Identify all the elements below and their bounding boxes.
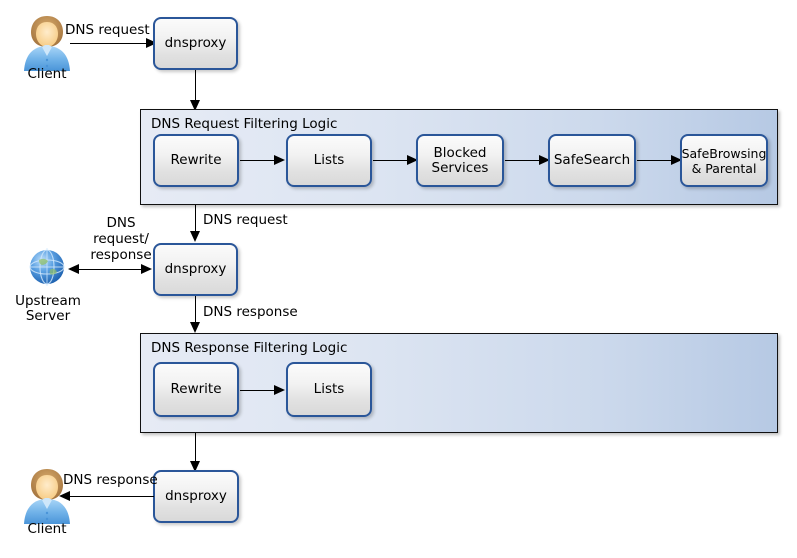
- person-icon: [21, 14, 73, 72]
- request-group-title: DNS Request Filtering Logic: [151, 116, 338, 132]
- arrow-head-icon: [59, 491, 70, 501]
- arrow-head-icon: [190, 461, 200, 472]
- person-icon: [21, 467, 73, 525]
- dns-response-filtering-group: DNS Response Filtering Logic: [140, 333, 778, 433]
- arrow-head-icon: [539, 155, 550, 165]
- edge-label-upstream-exchange: DNS request/ response: [90, 215, 152, 263]
- edge-line: [373, 160, 409, 161]
- node-dnsproxy-bottom[interactable]: dnsproxy: [153, 470, 239, 523]
- edge-label-proxy-to-client: DNS response: [63, 472, 158, 488]
- edge-label-client-to-proxy: DNS request: [65, 22, 150, 38]
- stage-rewrite-request[interactable]: Rewrite: [153, 134, 239, 187]
- arrow-head-icon: [190, 100, 200, 111]
- edge-line: [505, 160, 541, 161]
- stage-blocked-services-request[interactable]: Blocked Services: [416, 134, 504, 187]
- arrow-head-icon: [274, 155, 285, 165]
- arrow-head-icon: [190, 231, 200, 242]
- stage-safesearch-request[interactable]: SafeSearch: [548, 134, 636, 187]
- client-bottom-label: Client: [27, 521, 67, 537]
- arrow-head-icon: [407, 155, 418, 165]
- stage-safebrowsing-parental-request[interactable]: SafeBrowsing & Parental: [680, 134, 768, 187]
- node-dnsproxy-top[interactable]: dnsproxy: [153, 17, 238, 70]
- edge-line: [240, 160, 276, 161]
- edge-label-request-group-to-proxy: DNS request: [203, 212, 288, 228]
- stage-lists-request[interactable]: Lists: [286, 134, 372, 187]
- node-dnsproxy-mid[interactable]: dnsproxy: [153, 243, 238, 296]
- arrow-head-icon: [68, 264, 79, 274]
- stage-lists-response[interactable]: Lists: [286, 362, 372, 417]
- edge-label-proxy-to-response-group: DNS response: [203, 304, 298, 320]
- edge-line: [69, 496, 154, 497]
- response-group-title: DNS Response Filtering Logic: [151, 340, 348, 356]
- arrow-head-icon: [146, 38, 157, 48]
- arrow-head-icon: [671, 155, 682, 165]
- arrow-head-icon: [190, 322, 200, 333]
- client-top-label: Client: [27, 66, 67, 82]
- edge-line: [637, 160, 673, 161]
- arrow-head-icon: [141, 264, 152, 274]
- edge-line: [195, 433, 196, 468]
- upstream-server-label: Upstream Server: [15, 293, 81, 324]
- stage-rewrite-response[interactable]: Rewrite: [153, 362, 239, 417]
- globe-icon: [23, 243, 71, 291]
- edge-line: [78, 269, 150, 270]
- edge-line: [195, 70, 196, 107]
- arrow-head-icon: [274, 385, 285, 395]
- edge-line: [240, 390, 276, 391]
- edge-line: [195, 205, 196, 238]
- edge-line: [195, 296, 196, 329]
- edge-line: [70, 43, 148, 44]
